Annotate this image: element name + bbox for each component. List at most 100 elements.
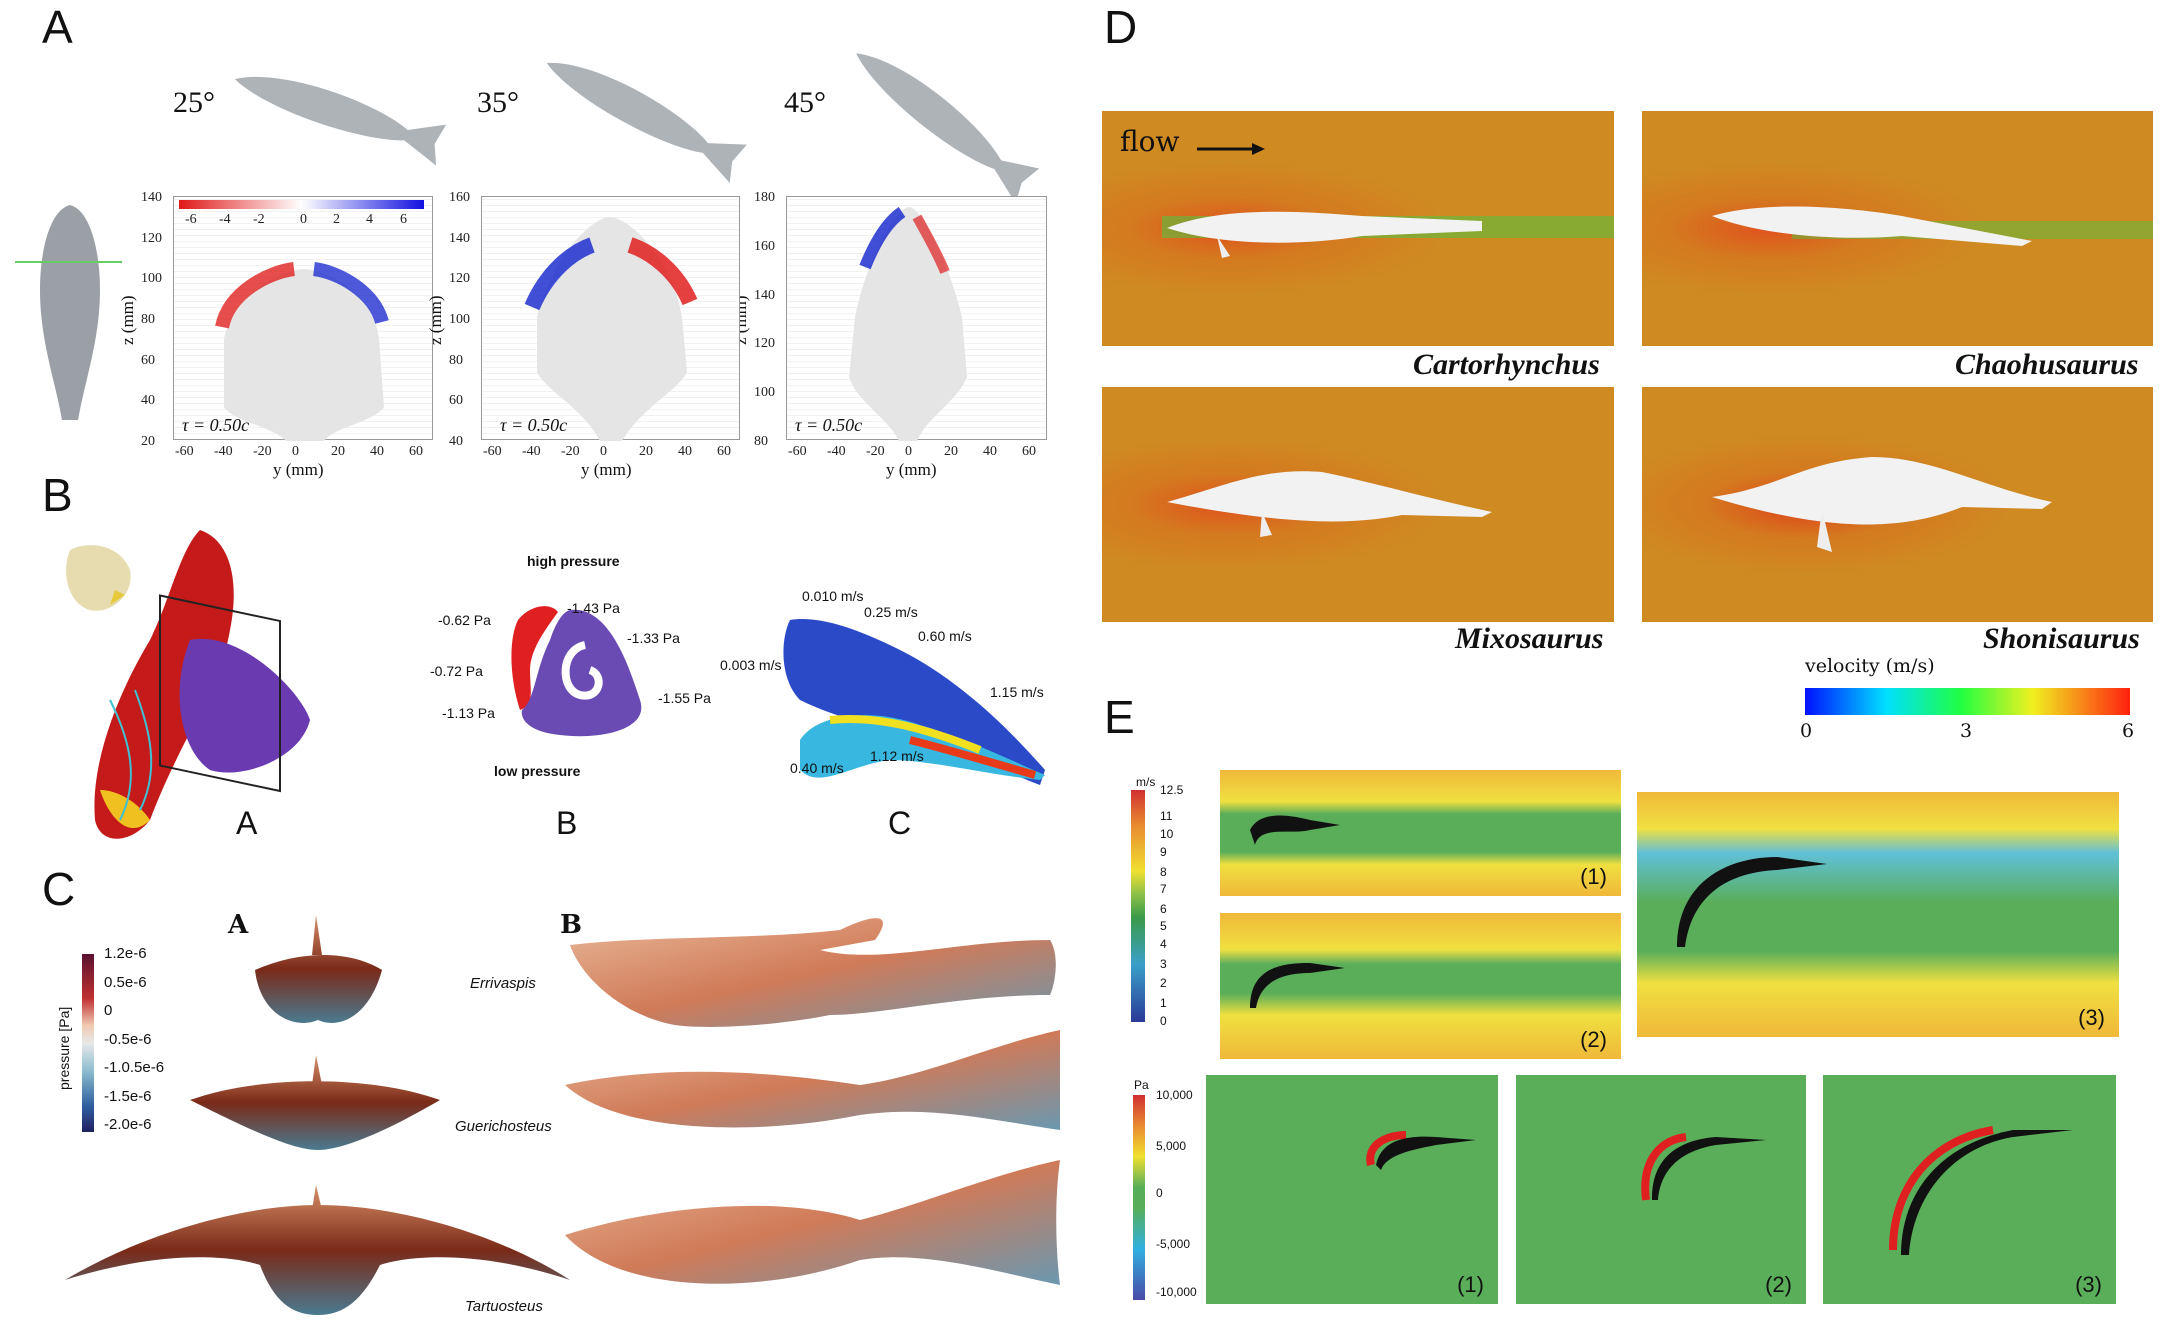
annotation-pressure: -0.62 Pa [438,612,491,628]
colorbar-tick: 0 [104,1002,113,1019]
x-tick-label: 20 [944,444,958,459]
x-tick-label: 0 [600,444,607,459]
subpanel-label: C [888,805,912,841]
colorbar-tick: -2 [253,212,265,227]
angle-label: 25° [173,86,215,119]
x-axis-label: y (mm) [273,460,324,479]
colorbar-tick: 6 [400,212,407,227]
colorbar-tick: -1.5e-6 [104,1087,152,1105]
dolphin-models [15,53,1040,420]
annotation-velocity: 0.40 m/s [790,760,844,776]
angle-label: 35° [477,86,519,119]
y-tick-label: 100 [449,312,470,327]
tau-label: τ = 0.50c [500,415,568,435]
velocity-panel-3: (3) [1637,792,2119,1037]
x-tick-label: -20 [866,444,885,459]
annotation-velocity: 0.003 m/s [720,657,782,673]
y-tick-label: 100 [141,271,162,287]
x-tick-label: 60 [1022,444,1036,459]
pressure-cross-section [511,606,642,737]
colorbar-tick: 5,000 [1156,1139,1187,1153]
velocity-colorbar [1131,790,1145,1022]
colorbar-tick: -4 [219,212,231,227]
flow-arrow-icon [1197,143,1265,155]
x-tick-label: -40 [522,444,541,459]
x-tick-label: 60 [717,444,731,459]
colorbar-tick: -10,000 [1156,1285,1197,1299]
colorbar-tick: 4 [366,212,373,227]
x-axis-label: y (mm) [581,460,632,479]
panel-label-b: B [42,469,73,521]
y-tick-label: 160 [449,190,470,205]
vorticity-plot-35: τ = 0.50c [481,196,740,441]
y-axis-label: z (mm) [426,295,445,345]
flow-panel-chaohusaurus [1642,111,2153,346]
dolphin-model-35 [546,63,747,184]
y-tick-label: 120 [141,230,162,246]
vorticity-plot-25: τ = 0.50c [173,196,433,441]
pressure-panel-2: (2) [1516,1075,1806,1304]
colorbar-tick: 4 [1160,937,1167,952]
subpanel-label: B [560,910,582,940]
annotation-pressure: -0.72 Pa [430,663,483,679]
flow-panel-cartorhynchus: flow [1102,111,1614,346]
colorbar-tick: -1.0.5e-6 [104,1059,165,1076]
pressure-colorbar [82,954,94,1132]
dolphin-model-25 [234,76,447,166]
velocity-colorbar [1805,688,2130,715]
colorbar-tick: -5,000 [1156,1237,1191,1251]
colorbar-tick: 0.5e-6 [104,973,147,991]
velocity-cross-section [783,619,1045,785]
y-tick-label: 40 [449,434,463,449]
x-tick-label: 60 [409,444,423,459]
x-tick-label: 40 [678,444,692,459]
colorbar-tick: 0 [300,212,307,227]
subpanel-label: (3) [2078,1005,2105,1030]
colorbar-unit: Pa [1134,1078,1149,1092]
species-label: Chaohusaurus [1955,348,2139,381]
annotation-velocity: 0.010 m/s [802,588,864,604]
species-label: Tartuosteus [465,1298,543,1315]
annotation-velocity: 0.25 m/s [864,604,918,620]
x-tick-label: 20 [331,444,345,459]
panel-label-a: A [42,1,73,53]
y-tick-label: 120 [754,336,775,352]
vorticity-colorbar [179,200,424,209]
colorbar-tick: 3 [1160,957,1167,972]
flow-panel-mixosaurus [1102,387,1614,622]
colorbar-tick: 10,000 [1156,1088,1193,1102]
y-tick-label: 40 [141,393,155,409]
species-label: Guerichosteus [455,1118,552,1135]
subpanel-label: (3) [2075,1272,2102,1297]
species-label: Cartorhynchus [1413,348,1600,381]
y-tick-label: 80 [449,352,463,368]
colorbar-tick: 12.5 [1160,783,1184,797]
species-label: Mixosaurus [1455,622,1604,655]
subpanel-label: (2) [1765,1272,1792,1297]
annotation-pressure: -1.33 Pa [627,630,680,646]
panel-label-d: D [1104,1,1138,53]
dolphin-model-45 [856,53,1040,204]
colorbar-tick: -2.0e-6 [104,1116,152,1133]
species-label: Shonisaurus [1983,622,2140,655]
x-axis-label: y (mm) [886,460,937,479]
x-tick-label: -20 [561,444,580,459]
colorbar-tick: 7 [1160,882,1167,896]
dolphin-top-view [15,205,122,420]
colorbar-tick: -6 [185,212,197,227]
colorbar-tick: 2 [333,212,340,227]
placoderm-models [65,915,1060,1315]
y-tick-label: 60 [141,352,155,368]
annotation-pressure: -1.13 Pa [442,705,495,721]
y-tick-label: 80 [754,434,768,449]
subpanel-label: (1) [1580,864,1607,889]
x-tick-label: 40 [370,444,384,459]
flow-panel-shonisaurus [1642,387,2153,622]
x-tick-label: -60 [483,444,502,459]
x-tick-label: -40 [827,444,846,459]
colorbar-tick: 9 [1160,845,1167,860]
nasal-cavity-3d-model [66,530,310,839]
annotation-pressure: -1.43 Pa [567,600,620,616]
species-label: Errivaspis [470,975,536,992]
tau-label: τ = 0.50c [795,415,863,435]
